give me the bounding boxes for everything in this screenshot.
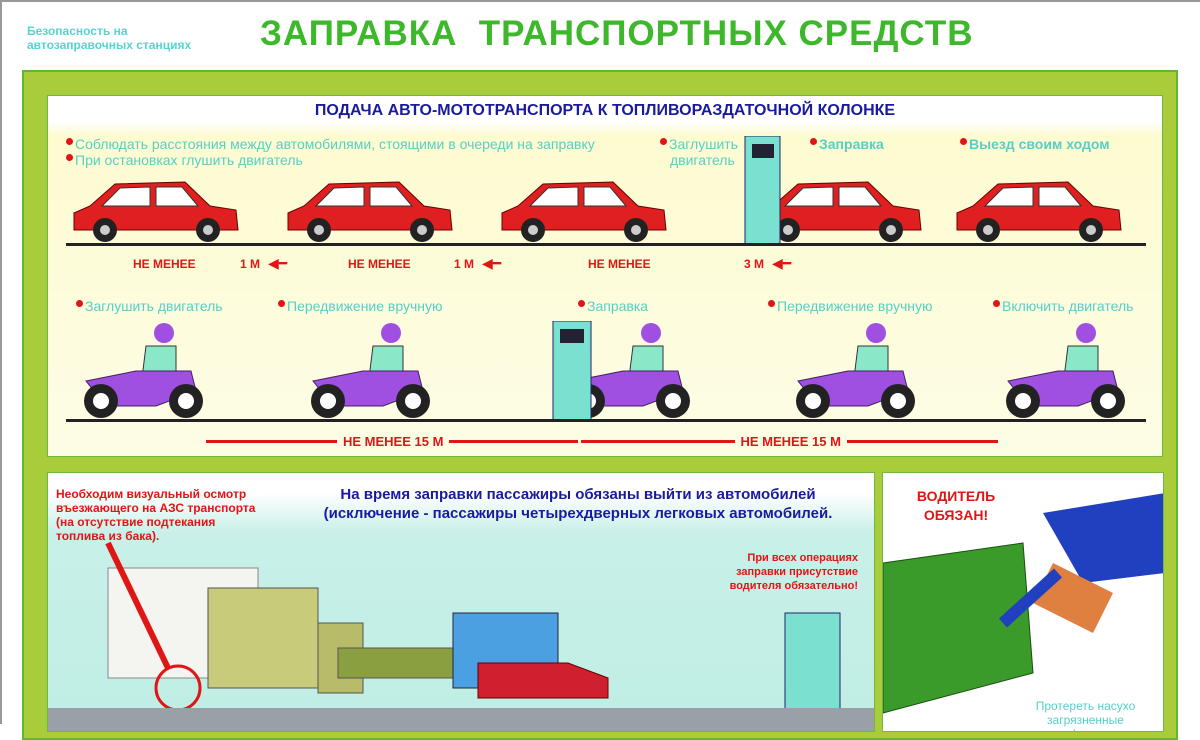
distance-label: НЕ МЕНЕЕ: [133, 257, 196, 271]
moto-step: Заправка: [578, 298, 648, 314]
note-line: водителя обязательно!: [729, 580, 858, 592]
distance-value: 1 М: [454, 257, 475, 271]
note-line: загрязненные нефтепро-: [1047, 713, 1124, 731]
sleeve: [1043, 493, 1163, 583]
step-text: Заправка: [587, 298, 649, 314]
step-exit: Выезд своим ходом: [960, 136, 1110, 152]
subtitle-line: Безопасность на: [27, 24, 128, 38]
step-text: Передвижение вручную: [777, 298, 933, 314]
note-text: Соблюдать расстояния между автомобилями,…: [75, 136, 595, 152]
road-line: [66, 419, 1146, 422]
distance-value: 1 М: [240, 257, 261, 271]
distance-label: НЕ МЕНЕЕ: [588, 257, 651, 271]
step-text: Выезд своим ходом: [969, 136, 1110, 152]
fuel-dispenser: [744, 136, 781, 245]
bullet-icon: [66, 154, 73, 161]
note-text: При остановках глушить двигатель: [75, 152, 303, 168]
arrow-left-icon: ◀━: [268, 255, 288, 271]
passenger-rules-panel: Необходим визуальный осмотр въезжающего …: [47, 472, 875, 732]
panel-heading: ПОДАЧА АВТО-МОТОТРАНСПОРТА К ТОПЛИВОРАЗД…: [314, 102, 896, 119]
wipe-dry-note: Протереть насухо загрязненные нефтепро-: [1023, 699, 1148, 731]
moto-step: Передвижение вручную: [278, 298, 443, 314]
heading-line: ВОДИТЕЛЬ: [916, 488, 996, 504]
rule-line: (исключение - пассажиры четырехдверных л…: [323, 505, 833, 522]
driver-presence-note: При всех операциях заправки присутствие …: [698, 551, 858, 593]
bullet-icon: [768, 300, 775, 307]
note-line: топлива из бака).: [56, 529, 160, 543]
passengers-rule: На время заправки пассажиры обязаны выйт…: [288, 485, 868, 523]
car: [501, 181, 667, 242]
car: [73, 181, 239, 242]
truck-cab: [207, 587, 319, 689]
driver-duties-panel: ВОДИТЕЛЬ ОБЯЗАН! Протереть насухо загряз…: [882, 472, 1164, 732]
bullet-icon: [660, 138, 667, 145]
motorcycle-rider: [84, 323, 203, 418]
note-line: (на отсутствие подтекания: [56, 515, 216, 529]
distance-label: НЕ МЕНЕЕ: [348, 257, 411, 271]
moto-step: Заглушить двигатель: [76, 298, 223, 314]
duties-heading: ВОДИТЕЛЬ ОБЯЗАН!: [901, 487, 1011, 525]
gas-station-illustration: [48, 541, 874, 731]
step-refuel: Заправка: [810, 136, 884, 152]
inspection-note: Необходим визуальный осмотр въезжающего …: [56, 487, 255, 543]
vehicle-approach-panel: ПОДАЧА АВТО-МОТОТРАНСПОРТА К ТОПЛИВОРАЗД…: [47, 95, 1163, 457]
pointer-arrow: [105, 541, 171, 670]
step-text: Заглушить двигатель: [85, 298, 223, 314]
car: [956, 181, 1122, 242]
step-text: Заправка: [819, 136, 884, 152]
car: [756, 181, 922, 242]
nozzle: [998, 568, 1063, 628]
motorcycle-rider: [796, 323, 915, 418]
note-line: Протереть насухо: [1035, 699, 1136, 713]
bullet-icon: [578, 300, 585, 307]
poster-title: ЗАПРАВКА ТРАНСПОРТНЫХ СРЕДСТВ: [260, 14, 974, 53]
step-text: Передвижение вручную: [287, 298, 443, 314]
moto-step: Передвижение вручную: [768, 298, 933, 314]
distance-label: НЕ МЕНЕЕ 15 М: [337, 434, 450, 449]
car: [287, 181, 453, 242]
bullet-icon: [810, 138, 817, 145]
bullet-icon: [278, 300, 285, 307]
rule-line: На время заправки пассажиры обязаны выйт…: [340, 486, 816, 503]
fuel-dispenser: [552, 321, 592, 421]
motorcycle-rider: [1006, 323, 1125, 418]
arrow-left-icon: ◀━: [482, 255, 502, 271]
bullet-icon: [76, 300, 83, 307]
pavement: [48, 708, 874, 731]
bullet-icon: [993, 300, 1000, 307]
car-notes: Соблюдать расстояния между автомобилями,…: [66, 136, 595, 168]
note-line: заправки присутствие: [736, 566, 858, 578]
heading-line: ОБЯЗАН!: [923, 507, 989, 523]
step-text: Включить двигатель: [1002, 298, 1134, 314]
red-car: [477, 662, 609, 699]
bullet-icon: [960, 138, 967, 145]
motorcycle-rider: [311, 323, 430, 418]
subtitle-line: автозаправочных станциях: [27, 38, 192, 52]
note-line: При всех операциях: [747, 552, 858, 564]
step-text: Заглушить: [669, 136, 738, 152]
moto-step: Включить двигатель: [993, 298, 1133, 314]
note-line: Необходим визуальный осмотр: [56, 487, 247, 501]
bullet-icon: [66, 138, 73, 145]
fuel-dispenser: [784, 612, 841, 724]
note-line: въезжающего на АЗС транспорта: [56, 501, 256, 515]
step-text: двигатель: [670, 152, 735, 168]
fuel-tank: [883, 542, 1034, 714]
arrow-left-icon: ◀━: [772, 255, 792, 271]
road-line: [66, 243, 1146, 246]
distance-value: 3 М: [744, 257, 765, 271]
fuel-nozzle-illustration: [883, 493, 1163, 714]
distance-label: НЕ МЕНЕЕ 15 М: [734, 434, 847, 449]
